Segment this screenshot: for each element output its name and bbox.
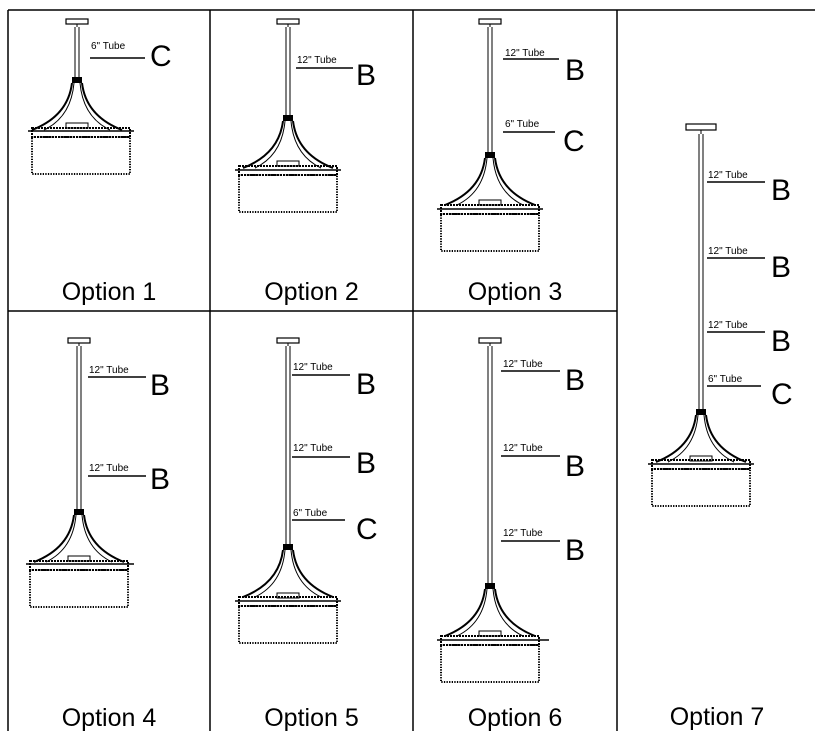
tube-code: C <box>563 125 585 158</box>
option-2-pendant-drawing: 12" Tube B <box>235 18 376 213</box>
option-5-pendant-drawing: 12" Tube B 12" Tube B 6" Tube C <box>235 337 378 644</box>
tube-label: 6" Tube <box>505 119 540 130</box>
tube-code: B <box>565 534 585 567</box>
option-7-pendant-drawing: 12" Tube B 12" Tube B 12" Tube B 6" Tube… <box>648 123 793 507</box>
option-2-pendant <box>235 18 341 213</box>
tube-code: B <box>771 325 791 358</box>
tube-code: B <box>356 447 376 480</box>
tube-code: B <box>356 368 376 401</box>
tube-label: 12" Tube <box>503 359 543 370</box>
option-7-pendant <box>648 123 754 507</box>
option-4-cell: 12" Tube B 12" Tube B Option 4 <box>10 313 208 731</box>
option-4-pendant-drawing: 12" Tube B 12" Tube B <box>26 337 170 608</box>
tube-label: 12" Tube <box>505 48 545 59</box>
tube-label: 12" Tube <box>89 365 129 376</box>
tube-code: B <box>356 59 376 92</box>
tube-code: B <box>565 54 585 87</box>
tube-label: 12" Tube <box>293 443 333 454</box>
tube-code: B <box>565 450 585 483</box>
option-7-cell: 12" Tube B 12" Tube B 12" Tube B 6" Tube… <box>619 12 815 731</box>
tube-label: 6" Tube <box>293 508 328 519</box>
option-2-label: Option 2 <box>264 278 359 306</box>
option-1-pendant <box>28 18 134 175</box>
option-5-pendant <box>235 337 341 644</box>
tube-label: 6" Tube <box>708 374 743 385</box>
tube-code: B <box>150 463 170 496</box>
tube-label: 12" Tube <box>297 55 337 66</box>
option-2-cell: 12" Tube B Option 2 <box>212 12 411 310</box>
option-7-label: Option 7 <box>669 703 765 731</box>
option-5-label: Option 5 <box>264 704 359 732</box>
tube-label: 12" Tube <box>293 362 333 373</box>
option-6-pendant <box>437 337 549 683</box>
tube-label: 12" Tube <box>708 170 748 181</box>
tube-label: 6" Tube <box>91 41 126 52</box>
option-5-cell: 12" Tube B 12" Tube B 6" Tube C Option 5 <box>212 313 411 731</box>
tube-label: 12" Tube <box>708 246 748 257</box>
tube-code: B <box>771 251 791 284</box>
option-3-pendant <box>437 18 543 252</box>
option-1-cell: 6" Tube C Option 1 <box>10 12 208 310</box>
tube-code: B <box>150 369 170 402</box>
tube-code: C <box>356 513 378 546</box>
tube-label: 12" Tube <box>708 320 748 331</box>
tube-code: C <box>771 378 793 411</box>
option-3-cell: 12" Tube B 6" Tube C Option 3 <box>415 12 615 310</box>
option-6-cell: 12" Tube B 12" Tube B 12" Tube B Option … <box>415 313 615 731</box>
tube-code: B <box>771 174 791 207</box>
tube-label: 12" Tube <box>503 443 543 454</box>
option-4-pendant <box>26 337 134 608</box>
option-3-label: Option 3 <box>467 278 563 306</box>
tube-code: B <box>565 364 585 397</box>
option-4-label: Option 4 <box>61 704 157 732</box>
option-1-label: Option 1 <box>61 278 157 306</box>
tube-label: 12" Tube <box>89 463 129 474</box>
option-6-label: Option 6 <box>467 704 563 732</box>
option-3-pendant-drawing: 12" Tube B 6" Tube C <box>437 18 585 252</box>
tube-code: C <box>150 40 172 73</box>
tube-label: 12" Tube <box>503 528 543 539</box>
option-1-pendant-drawing: 6" Tube C <box>28 18 172 175</box>
option-6-pendant-drawing: 12" Tube B 12" Tube B 12" Tube B <box>437 337 585 683</box>
